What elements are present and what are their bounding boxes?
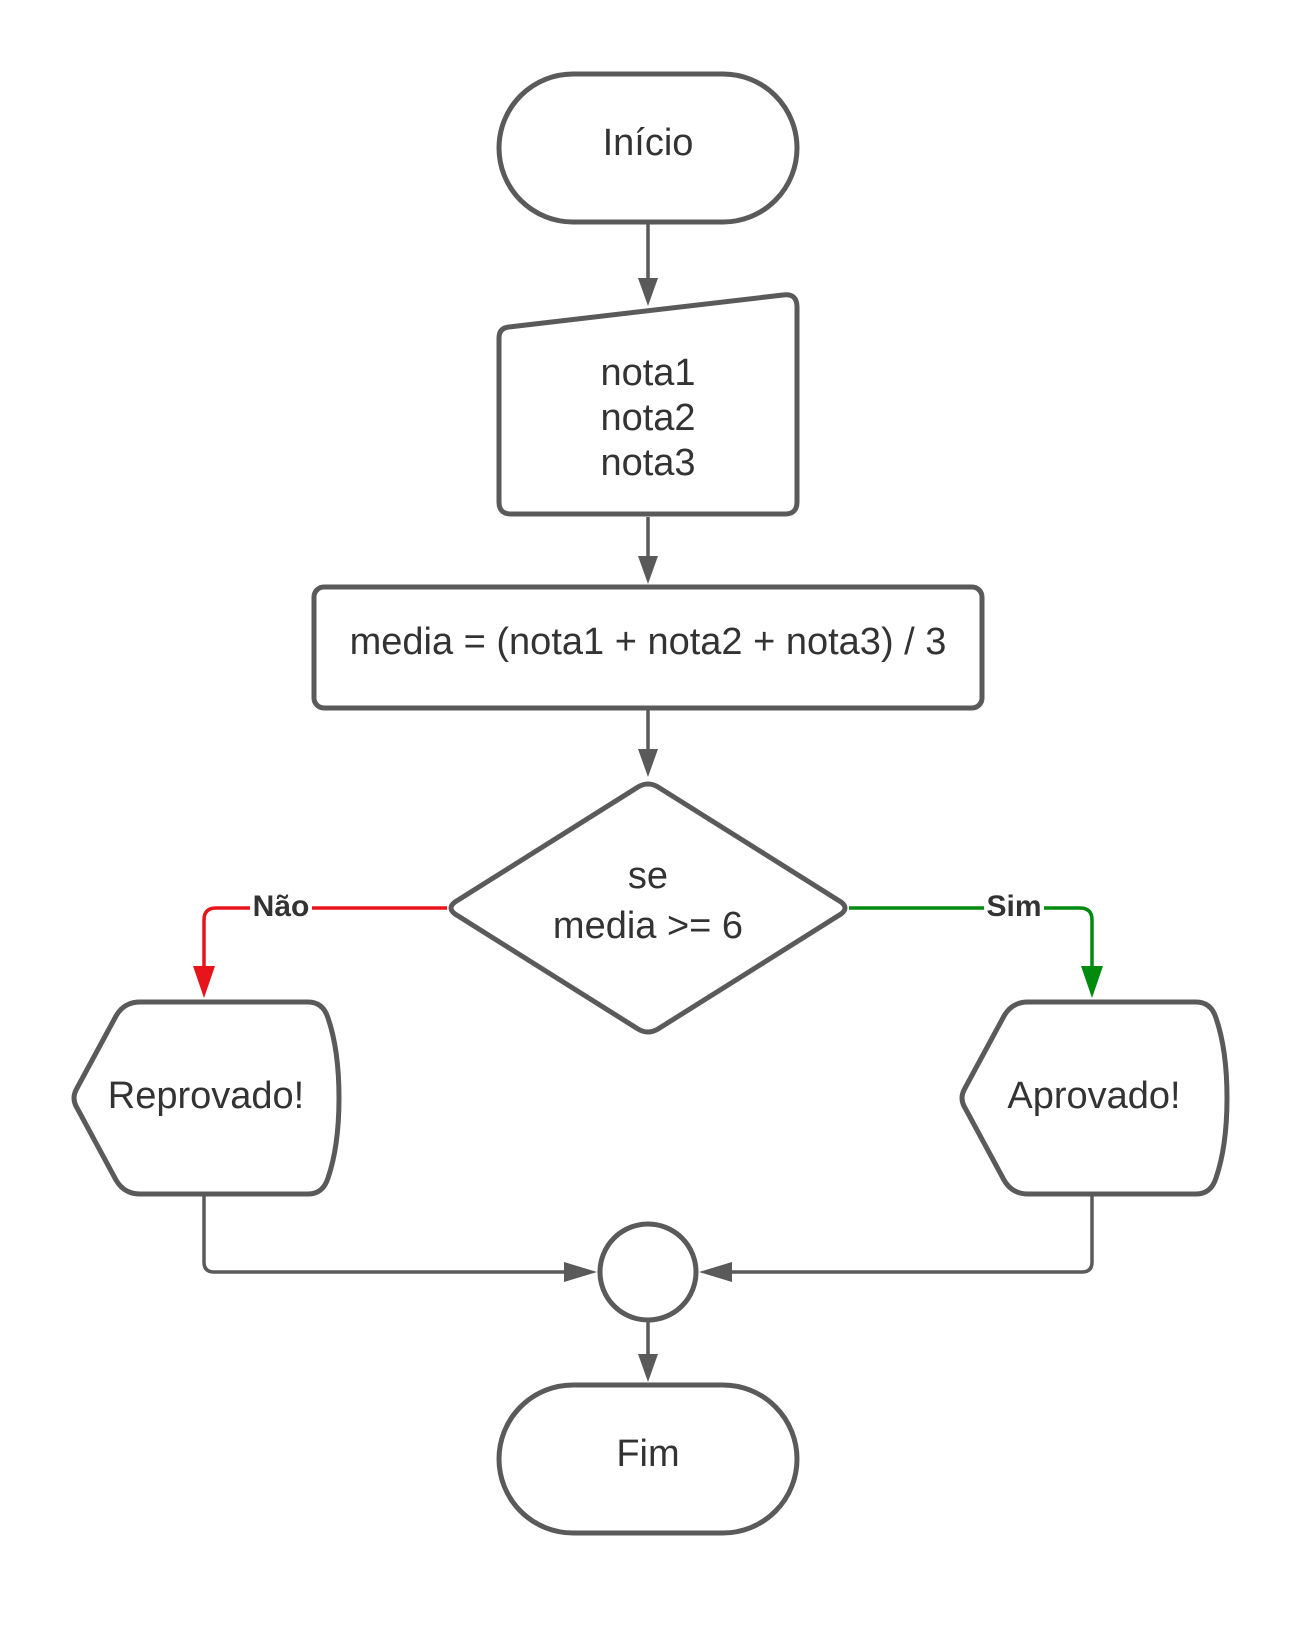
svg-text:Não: Não (253, 890, 310, 923)
arrowhead-start-to-input (638, 278, 658, 306)
svg-text:media >= 6: media >= 6 (553, 905, 743, 947)
svg-text:media = (nota1 + nota2 + nota3: media = (nota1 + nota2 + nota3) / 3 (350, 621, 947, 663)
decision-node: se media >= 6 (448, 781, 848, 1035)
input-node: nota1 nota2 nota3 (496, 292, 800, 517)
arrowhead-no-to-merge (564, 1262, 597, 1282)
edge-label-no: Não (250, 886, 312, 926)
svg-text:Fim: Fim (616, 1433, 679, 1475)
svg-text:Aprovado!: Aprovado! (1007, 1075, 1180, 1117)
arrowhead-process-to-decision (638, 749, 658, 777)
edge-no-to-merge (202, 1195, 578, 1274)
edge-decision-to-no (202, 906, 447, 982)
start-terminator: Início (496, 71, 800, 225)
svg-text:nota2: nota2 (600, 397, 695, 439)
svg-text:Sim: Sim (986, 890, 1041, 923)
arrowhead-decision-to-yes (1081, 966, 1103, 998)
svg-text:Início: Início (603, 122, 694, 164)
arrowhead-yes-to-merge (699, 1262, 732, 1282)
svg-text:nota1: nota1 (600, 352, 695, 394)
svg-text:nota3: nota3 (600, 442, 695, 484)
display-aprovado: Aprovado! (959, 999, 1230, 1197)
edge-yes-to-merge (718, 1195, 1094, 1274)
arrowhead-merge-to-end (638, 1354, 658, 1382)
merge-connector (597, 1221, 699, 1323)
svg-text:se: se (628, 855, 668, 897)
edge-decision-to-yes (849, 906, 1094, 982)
end-terminator: Fim (496, 1382, 800, 1536)
connectors (193, 224, 1103, 1382)
process-node: media = (nota1 + nota2 + nota3) / 3 (311, 584, 985, 711)
svg-text:Reprovado!: Reprovado! (108, 1075, 304, 1117)
arrowhead-input-to-process (638, 556, 658, 584)
edge-label-yes: Sim (984, 886, 1044, 926)
arrowhead-decision-to-no (193, 966, 215, 998)
display-reprovado: Reprovado! (71, 999, 342, 1197)
